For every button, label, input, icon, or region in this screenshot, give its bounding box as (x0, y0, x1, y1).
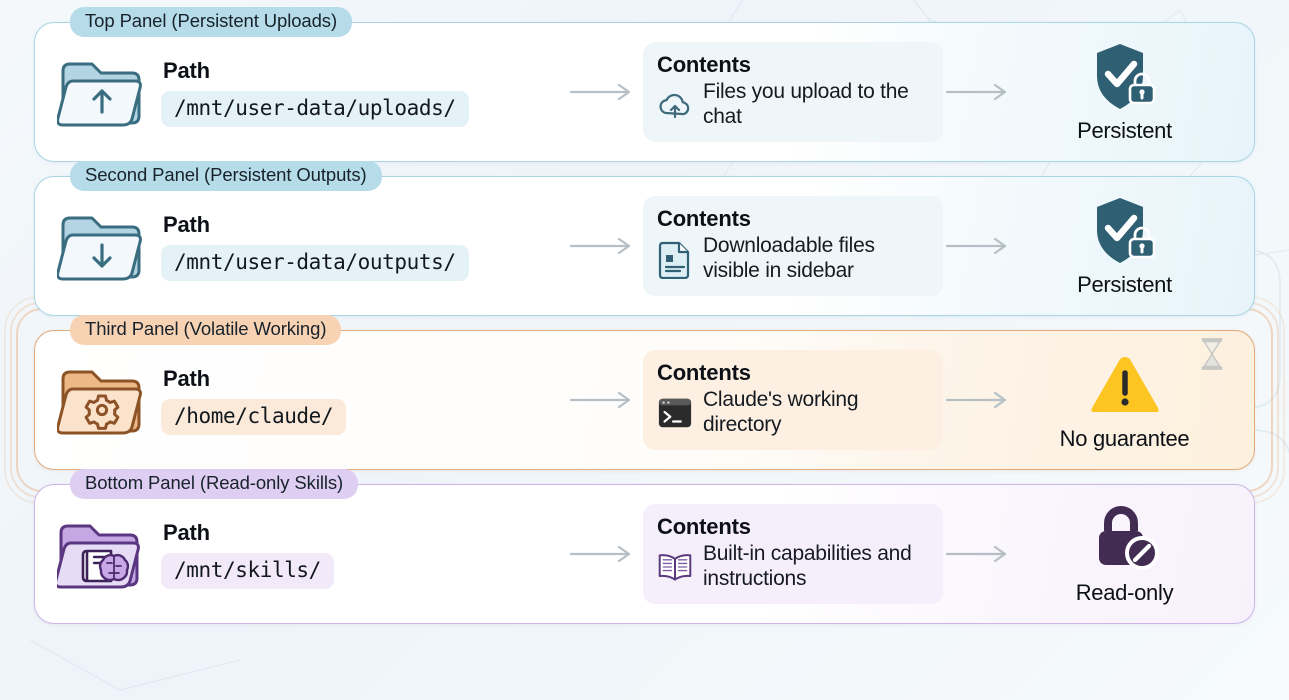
path-block: Path/mnt/user-data/outputs/ (161, 212, 469, 281)
arrow-right-icon (943, 543, 1015, 565)
arrow-right-icon (943, 389, 1015, 411)
path-section: Path/mnt/user-data/uploads/ (57, 55, 567, 129)
arrow-right-icon (567, 81, 639, 103)
contents-title: Contents (657, 206, 751, 232)
status-label: Read-only (1075, 579, 1174, 605)
path-block: Path/home/claude/ (161, 365, 347, 435)
path-section: Path/mnt/skills/ (57, 517, 567, 591)
path-value[interactable]: /mnt/user-data/outputs/ (161, 244, 469, 281)
panel-title-chip: Third Panel (Volatile Working) (70, 315, 342, 345)
status-label: No guarantee (1059, 425, 1190, 451)
path-section: Path/home/claude/ (57, 363, 567, 437)
cloud-upload-icon (657, 85, 693, 125)
panel-body: Path/mnt/user-data/uploads/ Contents Fil… (34, 22, 1255, 162)
contents-text: Built-in capabilities and instructions (703, 542, 912, 590)
path-label: Path (163, 211, 210, 237)
panel-4: Bottom Panel (Read-only Skills) Path/mnt… (34, 469, 1255, 624)
contents-body: Downloadable files visible in sidebar (657, 234, 929, 283)
shield-lock-icon (1087, 41, 1163, 115)
folder-book-brain-icon (57, 517, 145, 591)
panel-1: Top Panel (Persistent Uploads) Path/mnt/… (34, 7, 1255, 162)
panel-title-chip: Bottom Panel (Read-only Skills) (70, 469, 359, 499)
panel-title-chip: Second Panel (Persistent Outputs) (70, 161, 382, 191)
status-section: No guarantee (1015, 331, 1234, 469)
contents-card: Contents Files you upload to the chat (643, 42, 943, 142)
contents-body: Built-in capabilities and instructions (657, 542, 929, 591)
status-section: Persistent (1015, 177, 1234, 315)
path-block: Path/mnt/user-data/uploads/ (161, 58, 469, 127)
panel-title-chip: Top Panel (Persistent Uploads) (70, 7, 353, 37)
folder-upload-icon (57, 55, 145, 129)
lock-blocked-icon (1087, 503, 1163, 577)
path-label: Path (163, 519, 210, 545)
terminal-icon (657, 393, 693, 433)
path-block: Path/mnt/skills/ (161, 520, 334, 589)
status-label: Persistent (1077, 271, 1172, 297)
contents-text: Files you upload to the chat (703, 80, 909, 128)
path-section: Path/mnt/user-data/outputs/ (57, 209, 567, 283)
status-label: Persistent (1077, 117, 1172, 143)
arrow-right-icon (943, 235, 1015, 257)
path-value[interactable]: /home/claude/ (161, 398, 347, 435)
contents-text: Downloadable files visible in sidebar (703, 234, 875, 282)
contents-text: Claude's working directory (703, 388, 859, 436)
arrow-right-icon (567, 389, 639, 411)
panel-2: Second Panel (Persistent Outputs) Path/m… (34, 161, 1255, 316)
contents-card: Contents Downloadable files visible in s… (643, 196, 943, 296)
shield-lock-icon (1087, 195, 1163, 269)
contents-card: Contents Built-in capabilities and instr… (643, 504, 943, 604)
arrow-right-icon (567, 543, 639, 565)
arrow-right-icon (567, 235, 639, 257)
contents-body: Claude's working directory (657, 388, 929, 437)
hourglass-icon (1198, 337, 1226, 371)
document-icon (657, 239, 693, 279)
path-value[interactable]: /mnt/skills/ (161, 552, 334, 589)
panel-body: Path/home/claude/ Contents Claude's work… (34, 330, 1255, 470)
panel-body: Path/mnt/skills/ Contents Built-in capab… (34, 484, 1255, 624)
arrow-right-icon (943, 81, 1015, 103)
contents-card: Contents Claude's working directory (643, 350, 943, 450)
path-value[interactable]: /mnt/user-data/uploads/ (161, 90, 469, 127)
status-section: Read-only (1015, 485, 1234, 623)
panel-body: Path/mnt/user-data/outputs/ Contents Dow… (34, 176, 1255, 316)
folder-gear-icon (57, 363, 145, 437)
contents-title: Contents (657, 360, 751, 386)
open-book-icon (657, 547, 693, 587)
contents-title: Contents (657, 514, 751, 540)
folder-download-icon (57, 209, 145, 283)
status-section: Persistent (1015, 23, 1234, 161)
contents-body: Files you upload to the chat (657, 80, 929, 129)
warning-triangle-icon (1087, 349, 1163, 423)
path-label: Path (163, 57, 210, 83)
panel-3: Third Panel (Volatile Working) Path/home… (4, 296, 1285, 504)
path-label: Path (163, 365, 210, 391)
contents-title: Contents (657, 52, 751, 78)
